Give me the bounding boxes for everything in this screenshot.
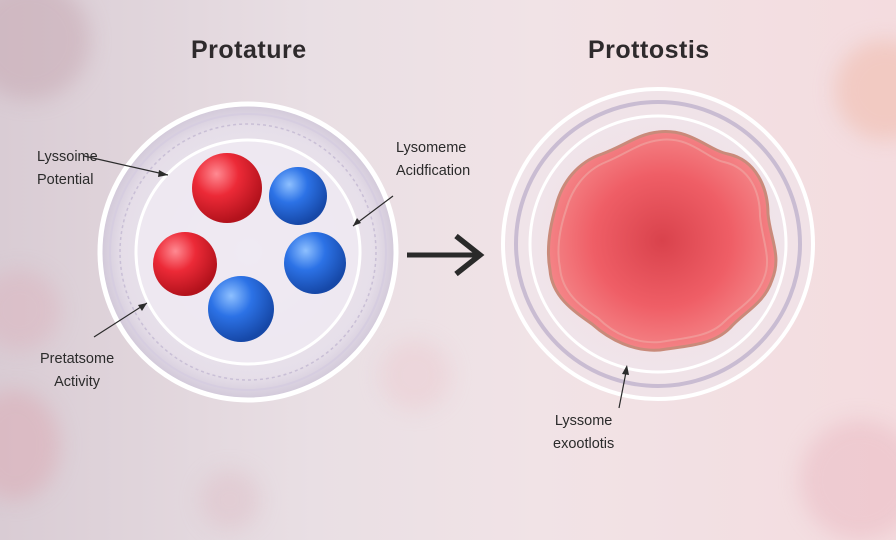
exocytosis-cell bbox=[546, 130, 778, 352]
leader-lysosome-potential-head bbox=[158, 170, 168, 177]
right-title: Prottostis bbox=[588, 36, 710, 64]
blue-lysosome-top bbox=[269, 167, 327, 225]
blue-lysosome-bottom bbox=[208, 276, 274, 342]
leader-lysosome-acidification-head bbox=[353, 218, 361, 226]
label-lysosome-potential: Lyssoime Potential bbox=[37, 149, 98, 188]
red-lysosome-left bbox=[153, 232, 217, 296]
label-pretasome-activity: Pretatsome Activity bbox=[40, 351, 115, 390]
leader-lysosome-potential bbox=[83, 155, 169, 176]
leader-pretasome-activity-head bbox=[138, 303, 147, 311]
leader-lysosome-acidification bbox=[352, 195, 394, 227]
left-title: Protature bbox=[191, 36, 307, 64]
leader-pretasome-activity bbox=[93, 302, 148, 338]
label-lysosome-exocytosis: Lyssome exootlotis bbox=[553, 413, 615, 452]
diagram-canvas bbox=[83, 87, 815, 409]
exocytosis-cell-rim bbox=[557, 138, 768, 344]
background-blur-6 bbox=[380, 340, 450, 410]
transition-arrow bbox=[407, 233, 485, 277]
blue-lysosome-right bbox=[284, 232, 346, 294]
left-cell-dish bbox=[97, 101, 399, 403]
label-lysosome-acidification: Lysomeme Acidfication bbox=[396, 140, 471, 179]
red-lysosome-top bbox=[192, 153, 262, 223]
leader-lysosome-exocytosis-head bbox=[622, 365, 629, 375]
